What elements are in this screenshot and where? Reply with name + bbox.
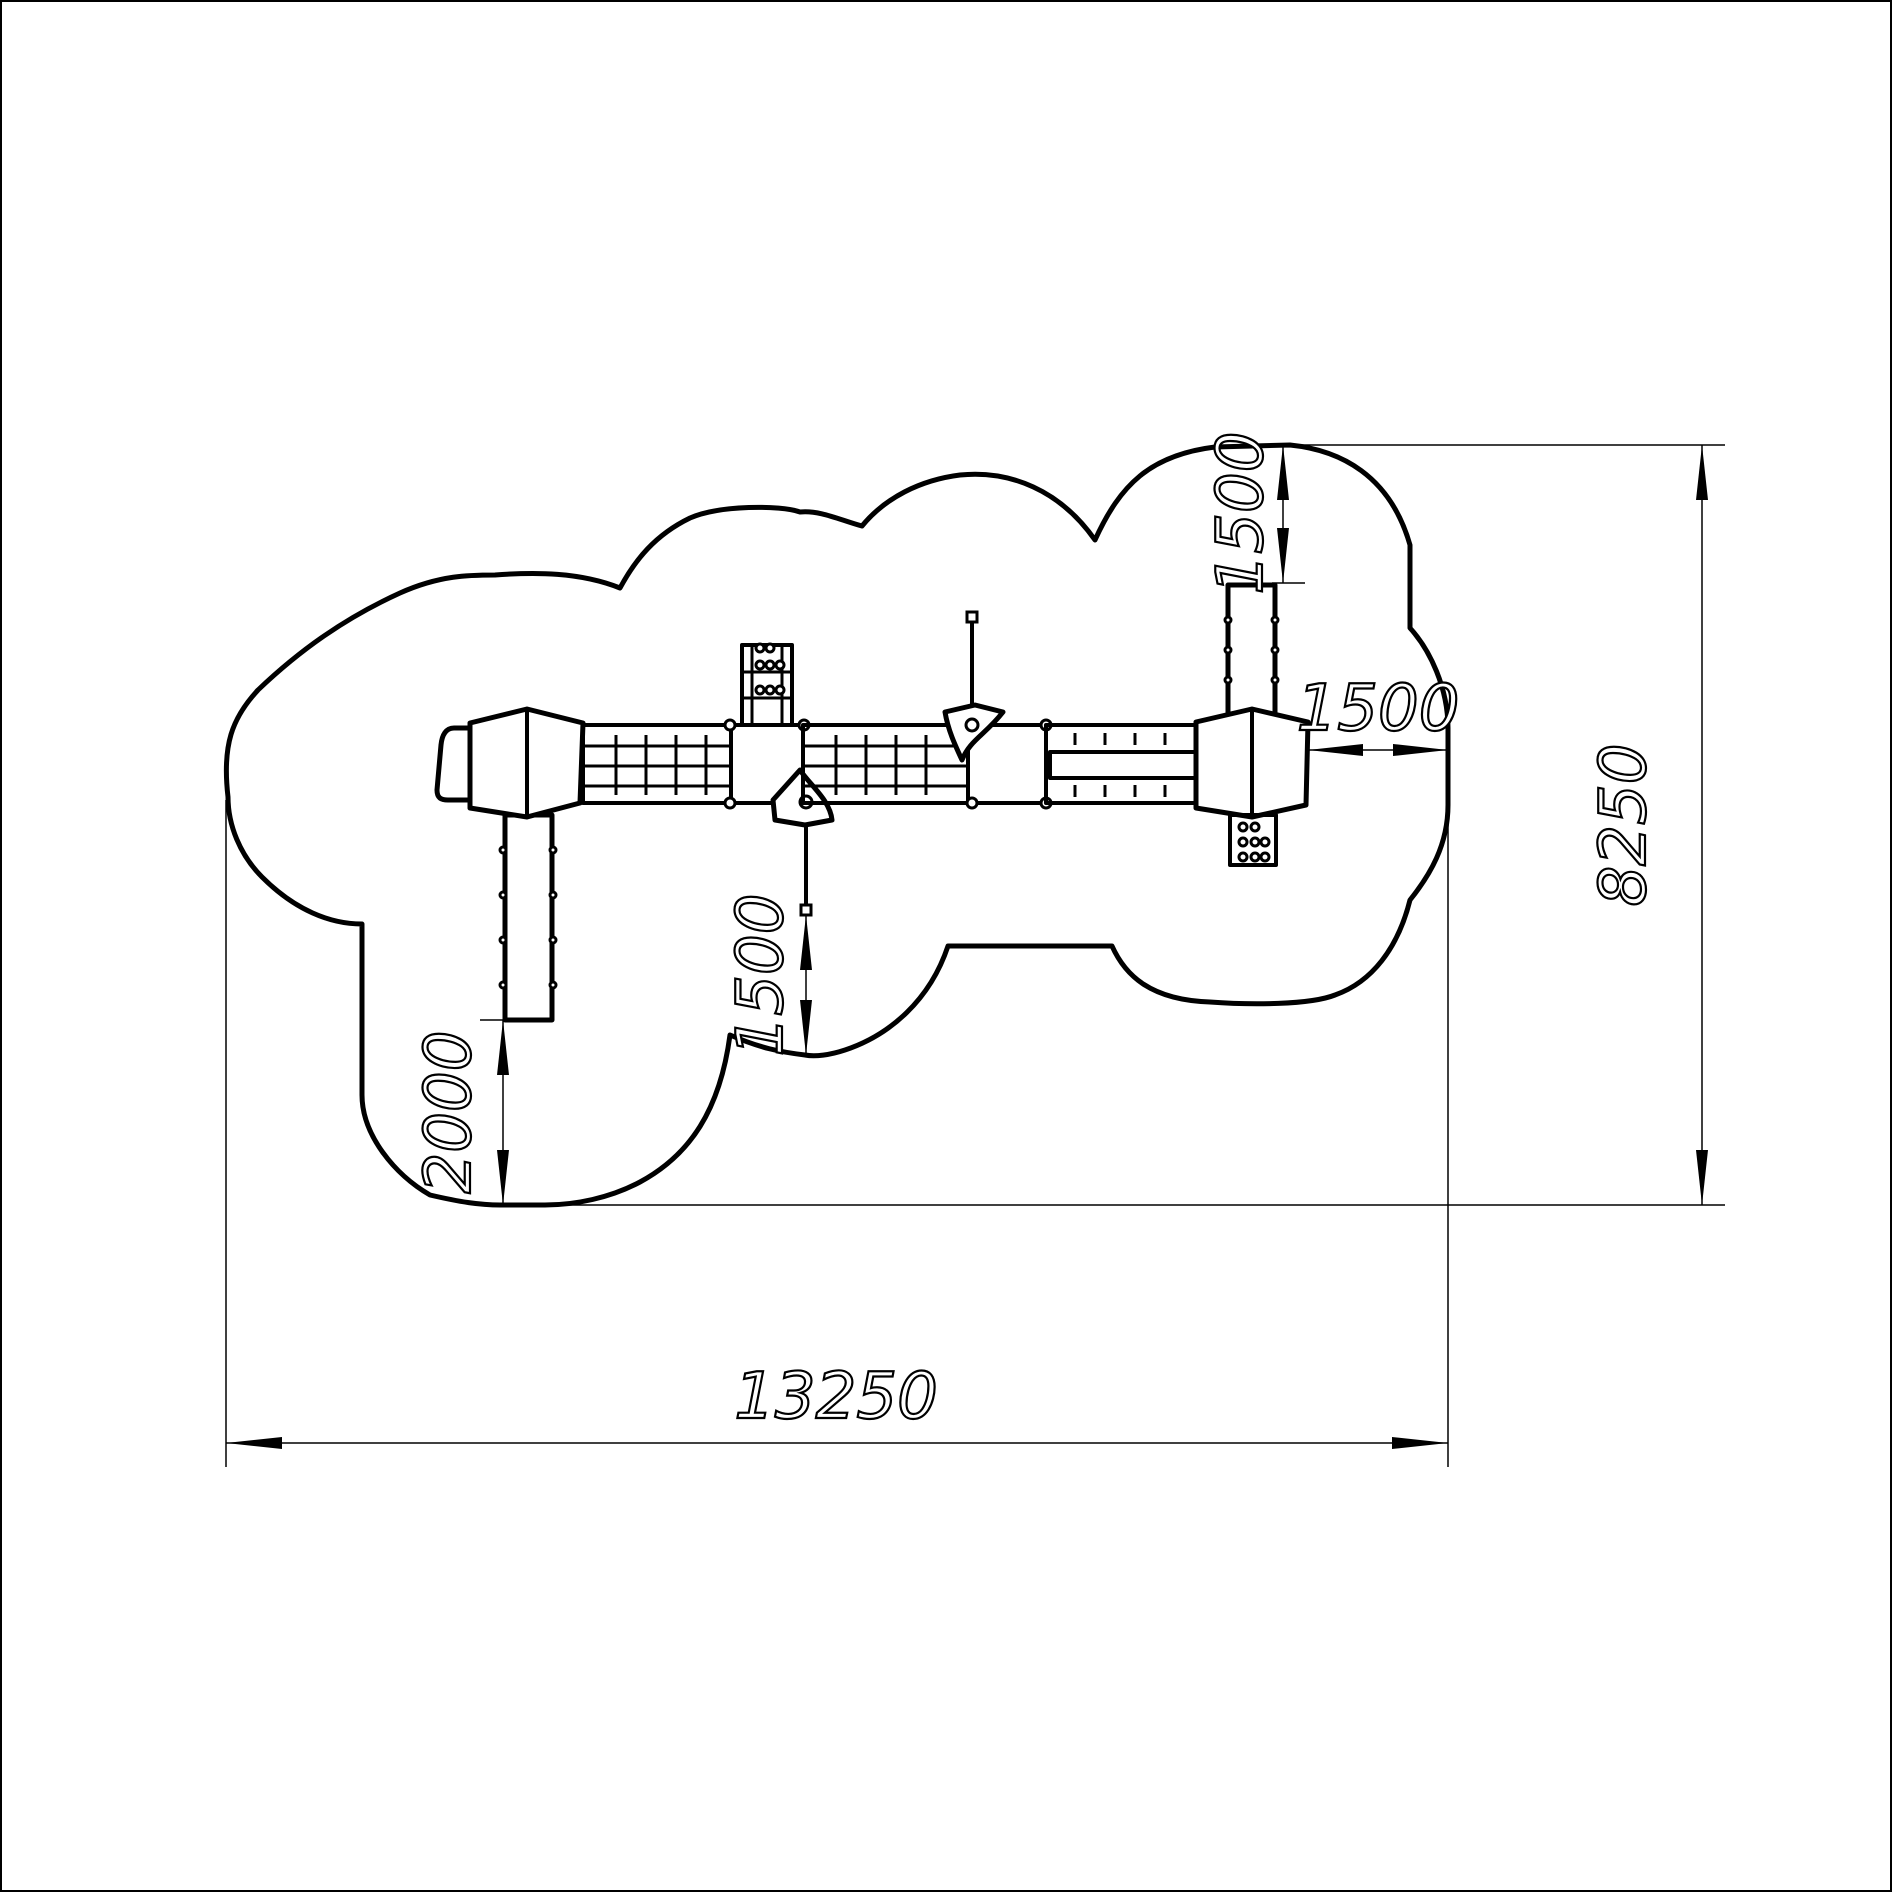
play-equipment — [434, 582, 1311, 1023]
safety-zone-outline — [223, 442, 1451, 1208]
left-tower — [434, 706, 586, 820]
right-tower — [1193, 706, 1311, 820]
left-slide — [498, 812, 558, 1023]
right-bridge — [1044, 723, 1198, 805]
right-climber — [1228, 813, 1278, 867]
middle-bridge — [801, 723, 970, 805]
dimension-lines — [225, 444, 1725, 1467]
center-right-deck — [942, 610, 1053, 810]
right-slide — [1223, 582, 1280, 718]
right-end-clearance-label: 1500 — [1297, 672, 1460, 746]
overall-width-label: 13250 — [734, 1360, 938, 1434]
center-slide-clearance-label: 1500 — [724, 894, 798, 1057]
left-bridge — [581, 723, 733, 805]
left-slide-clearance-label: 2000 — [412, 1031, 486, 1194]
overall-depth-label: 8250 — [1587, 744, 1661, 907]
right-slide-clearance-label: 1500 — [1204, 432, 1278, 595]
